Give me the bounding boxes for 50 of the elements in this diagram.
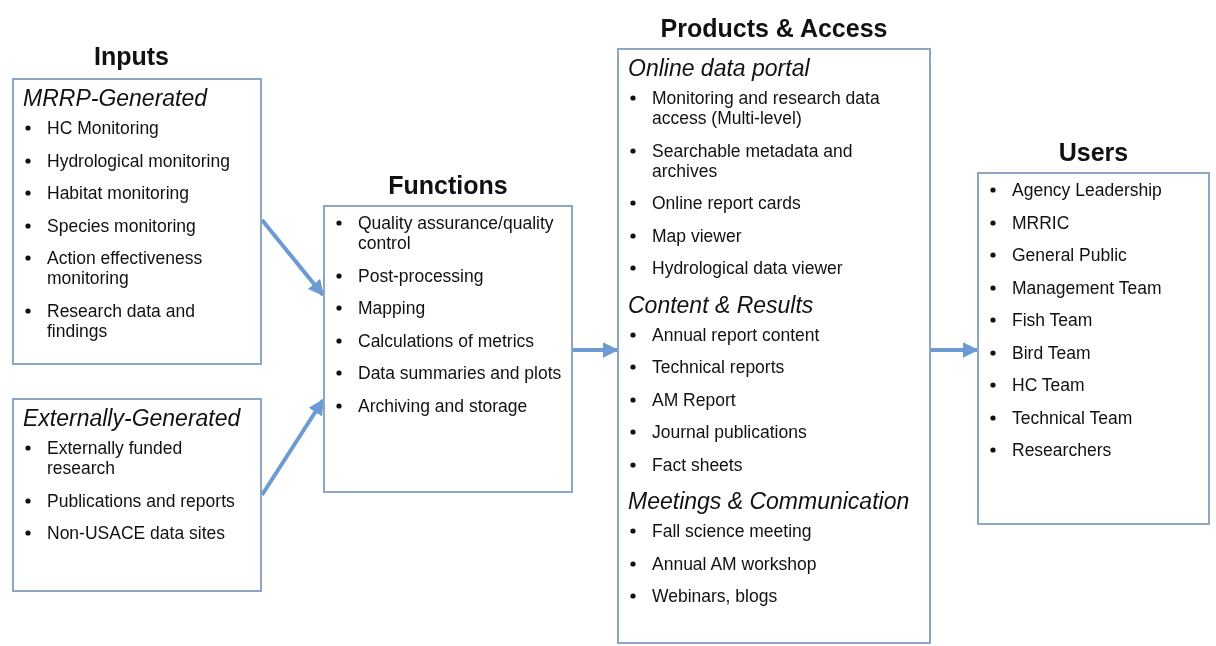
list-item: Post-processing [358, 265, 484, 286]
list-item: Online report cards [652, 193, 801, 213]
arrow [573, 342, 619, 358]
list-item: Fact sheets [652, 454, 743, 475]
section-heading: Externally-Generated [23, 404, 242, 432]
list-item: Monitoring and research data access (Multi-level) [652, 88, 880, 128]
column-heading: Products & Access [660, 14, 888, 43]
list-item: Non-USACE data sites [47, 523, 225, 543]
list-item: Journal publications [652, 422, 807, 442]
list-item: Hydrological data viewer [652, 258, 843, 278]
column-heading: Functions [388, 171, 508, 200]
section-heading: Meetings & Communication [628, 487, 911, 515]
list-item: Technical Team [1012, 407, 1133, 428]
list-item: Annual AM workshop [652, 553, 817, 574]
list-item: Publications and reports [47, 490, 235, 511]
list-item: Hydrological monitoring [47, 150, 230, 171]
list-item: Fish Team [1012, 310, 1093, 330]
list-item: Agency Leadership [1012, 180, 1162, 200]
list-item: Calculations of metrics [358, 330, 535, 351]
list-item: AM Report [652, 389, 736, 410]
section-heading: MRRP-Generated [23, 84, 209, 112]
list-item: Mapping [358, 298, 426, 318]
list-item: Action effectiveness monitoring [47, 248, 203, 288]
list-item: Quality assurance/quality control [358, 213, 554, 253]
list-item: MRRIC [1012, 212, 1070, 233]
list-item: Map viewer [652, 225, 742, 246]
list-item: Species monitoring [47, 215, 196, 236]
list-item: General Public [1012, 245, 1127, 265]
text-box [12, 78, 262, 365]
list-item: Bird Team [1012, 342, 1091, 363]
column-heading: Users [1058, 138, 1129, 167]
list-item: Archiving and storage [358, 395, 528, 416]
list-item: Fall science meeting [652, 521, 812, 541]
list-item: Searchable metadata and archives [652, 140, 853, 181]
list-item: Researchers [1012, 440, 1112, 460]
list-item: Webinars, blogs [652, 586, 778, 606]
list-item: Data summaries and plots [358, 363, 562, 383]
list-item: Research data and findings [47, 300, 195, 341]
list-item: HC Team [1012, 375, 1085, 395]
section-heading: Online data portal [628, 54, 811, 82]
list-item: Habitat monitoring [47, 183, 190, 203]
list-item: Annual report content [652, 324, 820, 345]
list-item: HC Monitoring [47, 118, 159, 138]
column-heading: Inputs [94, 42, 169, 71]
section-heading: Content & Results [628, 290, 815, 319]
list-item: Management Team [1012, 277, 1162, 298]
arrow [931, 342, 979, 358]
list-item: Technical reports [652, 357, 785, 377]
list-item: Externally funded research [47, 438, 183, 478]
text-box [12, 398, 262, 592]
